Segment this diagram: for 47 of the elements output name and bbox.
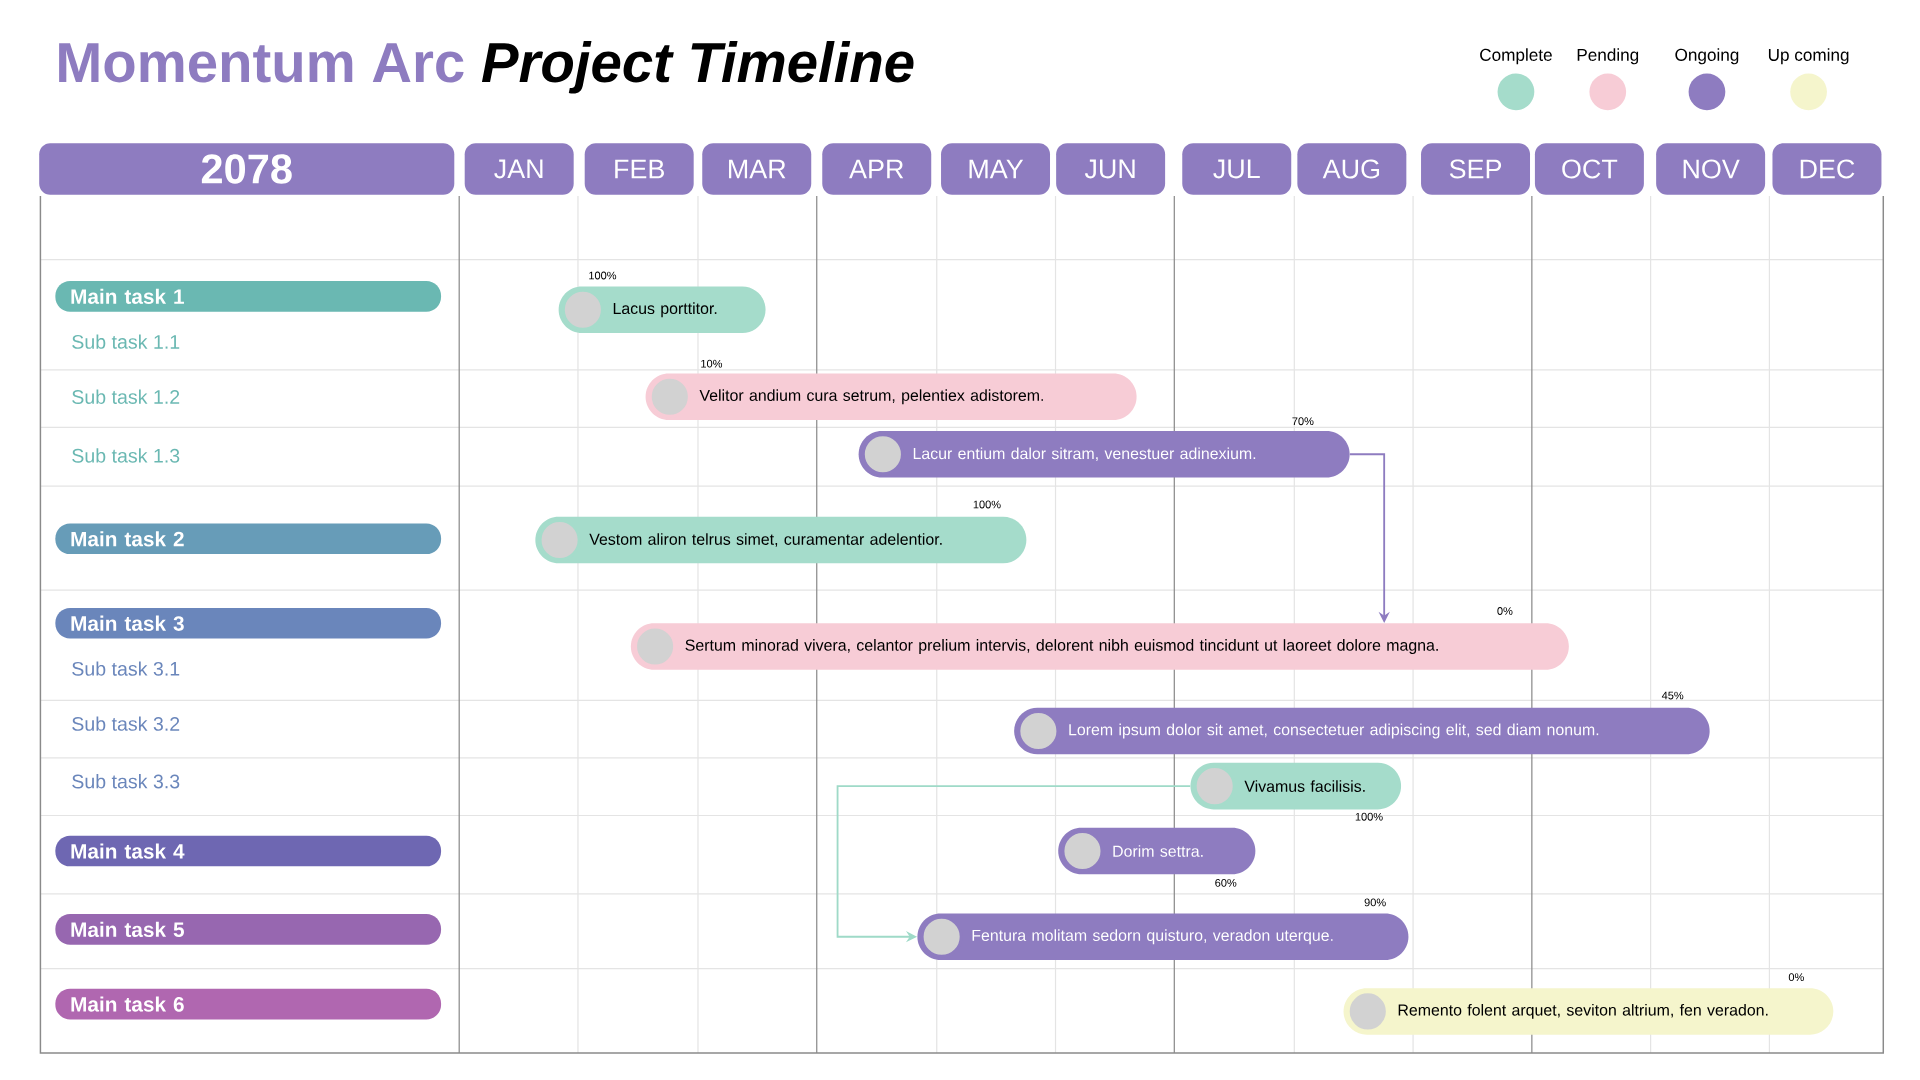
legend-label: Pending	[1577, 48, 1639, 65]
task-pill: Main task 3	[55, 607, 442, 639]
percent-label: 100%	[973, 500, 1001, 509]
month-header: FEB	[584, 143, 694, 195]
percent-label: 0%	[1497, 607, 1513, 615]
subtask-label: Sub task 1.1	[72, 334, 180, 349]
percent-label: 70%	[1292, 417, 1314, 426]
task-pill: Main task 5	[55, 914, 442, 945]
legend-label: Ongoing	[1675, 48, 1739, 65]
month-header: JUL	[1182, 143, 1292, 195]
task-bar: Velitor andium cura setrum, pelentiex adistorem.	[645, 373, 1137, 420]
legend-label: Up coming	[1768, 48, 1849, 65]
task-pill: Main task 6	[55, 988, 442, 1020]
percent-label: 90%	[1364, 898, 1386, 907]
month-header: DEC	[1772, 143, 1882, 195]
month-header: MAY	[941, 143, 1050, 195]
percent-label: 0%	[1788, 973, 1804, 982]
month-header: SEP	[1421, 143, 1530, 195]
percent-label: 60%	[1215, 878, 1237, 887]
task-bar: Lorem ipsum dolor sit amet, consectetuer adipiscing elit, sed diam nonum.	[1014, 707, 1710, 755]
task-bar: Fentura molitam sedorn quisturo, veradon uterque.	[917, 913, 1409, 960]
month-header: MAR	[702, 143, 812, 195]
subtask-label: Sub task 3.2	[72, 716, 180, 731]
year-header: 2078	[39, 143, 455, 195]
month-header: JUN	[1056, 143, 1166, 195]
percent-label: 45%	[1661, 691, 1684, 700]
task-pill: Main task 4	[55, 835, 442, 867]
percent-label: 10%	[701, 359, 723, 368]
month-header: AUG	[1297, 143, 1407, 195]
task-bar: Vestom aliron telrus simet, curamentar adelentior.	[535, 516, 1027, 564]
subtask-label: Sub task 1.2	[72, 389, 180, 404]
month-header: NOV	[1656, 143, 1766, 195]
subtask-label: Sub task 3.1	[72, 661, 180, 676]
task-pill: Main task 2	[55, 523, 442, 555]
subtask-label: Sub task 3.3	[72, 774, 180, 789]
task-bar: Lacur entium dalor sitram, venestuer adinexium.	[858, 431, 1350, 478]
task-pill: Main task 1	[55, 281, 442, 312]
subtask-label: Sub task 1.3	[72, 448, 180, 463]
task-bar: Sertum minorad vivera, celantor prelium intervis, delorent nibh euismod tincidunt ut laoreet dolore magna.	[630, 623, 1569, 670]
legend-label: Complete	[1480, 48, 1552, 65]
title: Momentum Arc Project Timeline	[59, 41, 914, 94]
task-bar: Remento folent arquet, seviton altrium, fen veradon.	[1343, 988, 1834, 1035]
percent-label: 100%	[589, 271, 617, 280]
month-header: OCT	[1534, 143, 1644, 195]
month-header: APR	[822, 143, 932, 195]
percent-label: 100%	[1355, 812, 1383, 821]
month-header: JAN	[464, 143, 574, 195]
